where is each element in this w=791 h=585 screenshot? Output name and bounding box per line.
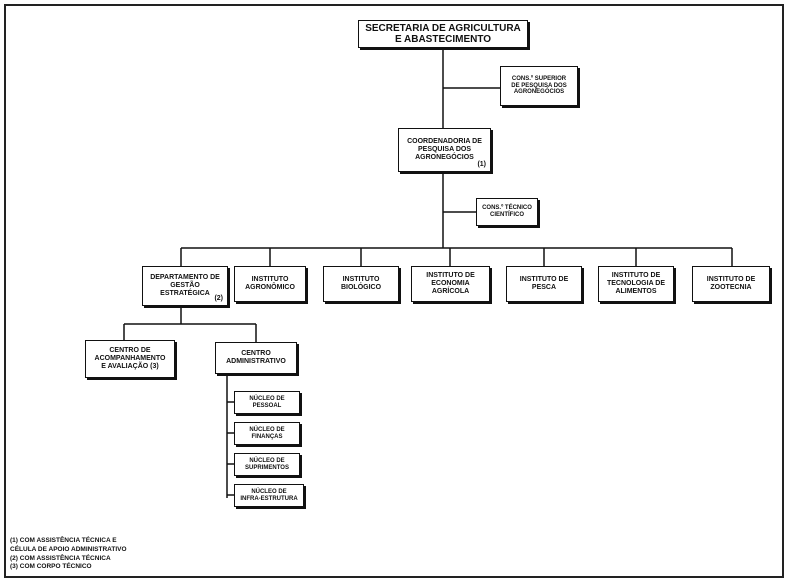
instituto-line1: INSTITUTO DE [706,275,756,283]
coordenadoria-note: (1) [477,160,486,168]
secretaria-line2: E ABASTECIMENTO [394,34,492,45]
centro-acompanhamento-line2: ACOMPANHAMENTO [94,354,166,362]
nucleo-line1: NÚCLEO DE [251,488,287,495]
coordenadoria-line1: COORDENADORIA DE [407,137,482,145]
nucleo-pessoal-box: NÚCLEO DE PESSOAL [234,391,300,414]
nucleo-line1: NÚCLEO DE [249,426,285,433]
centro-administrativo-line2: ADMINISTRATIVO [226,358,286,365]
footnote-line: (2) COM ASSISTÊNCIA TÉCNICA [10,554,111,562]
centro-acompanhamento-box: CENTRO DE ACOMPANHAMENTO E AVALIAÇÃO (3) [85,340,175,378]
instituto-agronomico-box: INSTITUTO AGRONÔMICO [234,266,306,302]
nucleo-financas-box: NÚCLEO DE FINANÇAS [234,422,300,445]
departamento-box: DEPARTAMENTO DE GESTÃO ESTRATÉGICA (2) [142,266,228,306]
conselho-superior-box: CONS.º SUPERIOR DE PESQUISA DOS AGRONEGÓ… [500,66,578,106]
centro-acompanhamento-line3: E AVALIAÇÃO (3) [101,363,159,371]
centro-acompanhamento-line1: CENTRO DE [109,346,151,354]
departamento-line2: GESTÃO [170,281,200,289]
footnote-line: (1) COM ASSISTÊNCIA TÉCNICA E [10,537,117,544]
instituto-line3: ALIMENTOS [615,288,657,296]
nucleo-line2: SUPRIMENTOS [245,464,289,471]
centro-administrativo-line1: CENTRO [241,349,271,357]
secretaria-line1: SECRETARIA DE AGRICULTURA [365,22,521,34]
nucleo-suprimentos-box: NÚCLEO DE SUPRIMENTOS [234,453,300,476]
instituto-line2: BIOLÓGICO [340,284,382,291]
footnotes: (1) COM ASSISTÊNCIA TÉCNICA E CÉLULA DE … [10,537,127,572]
departamento-line1: DEPARTAMENTO DE [150,273,220,281]
instituto-line2: ECONOMIA [431,279,470,287]
coordenadoria-line3: AGRONEGÓCIOS [415,154,474,162]
instituto-line2: ZOOTECNIA [710,284,752,291]
coordenadoria-line2: PESQUISA DOS [417,145,472,153]
centro-administrativo-box: CENTRO ADMINISTRATIVO [215,342,297,374]
conselho-superior-line2: DE PESQUISA DOS [511,82,567,89]
nucleo-line2: FINANÇAS [251,433,283,440]
instituto-line1: INSTITUTO [342,275,380,283]
coordenadoria-box: COORDENADORIA DE PESQUISA DOS AGRONEGÓCI… [398,128,491,172]
instituto-line2: PESCA [531,284,557,291]
conselho-superior-line3: AGRONEGÓCIOS [513,89,565,96]
nucleo-line1: NÚCLEO DE [249,457,285,464]
instituto-biologico-box: INSTITUTO BIOLÓGICO [323,266,399,302]
instituto-line1: INSTITUTO [251,275,289,283]
secretaria-box: SECRETARIA DE AGRICULTURA E ABASTECIMENT… [358,20,528,48]
conselho-superior-line1: CONS.º SUPERIOR [511,75,567,82]
nucleo-line2: INFRA-ESTRUTURA [240,495,298,502]
footnote-line: CÉLULA DE APOIO ADMINISTRATIVO [10,545,127,553]
instituto-economia-agricola-box: INSTITUTO DE ECONOMIA AGRÍCOLA [411,266,490,302]
conselho-tecnico-box: CONS.º TÉCNICO CIENTÍFICO [476,198,538,226]
footnote-line: (3) COM CORPO TÉCNICO [10,563,92,571]
instituto-line2: TECNOLOGIA DE [606,279,666,287]
instituto-zootecnia-box: INSTITUTO DE ZOOTECNIA [692,266,770,302]
instituto-line1: INSTITUTO DE [611,271,661,279]
nucleo-infraestrutura-box: NÚCLEO DE INFRA-ESTRUTURA [234,484,304,507]
instituto-line1: INSTITUTO DE [426,271,475,279]
instituto-line3: AGRÍCOLA [431,288,470,296]
departamento-line3: ESTRATÉGICA [160,290,210,298]
instituto-line2: AGRONÔMICO [245,284,295,291]
nucleo-line1: NÚCLEO DE [249,395,285,402]
departamento-note: (2) [214,294,223,302]
instituto-tecnologia-alimentos-box: INSTITUTO DE TECNOLOGIA DE ALIMENTOS [598,266,674,302]
nucleo-line2: PESSOAL [252,402,282,409]
conselho-tecnico-line2: CIENTÍFICO [490,212,524,218]
instituto-pesca-box: INSTITUTO DE PESCA [506,266,582,302]
instituto-line1: INSTITUTO DE [519,275,569,283]
page-frame [4,4,784,578]
conselho-tecnico-line1: CONS.º TÉCNICO [482,205,532,212]
